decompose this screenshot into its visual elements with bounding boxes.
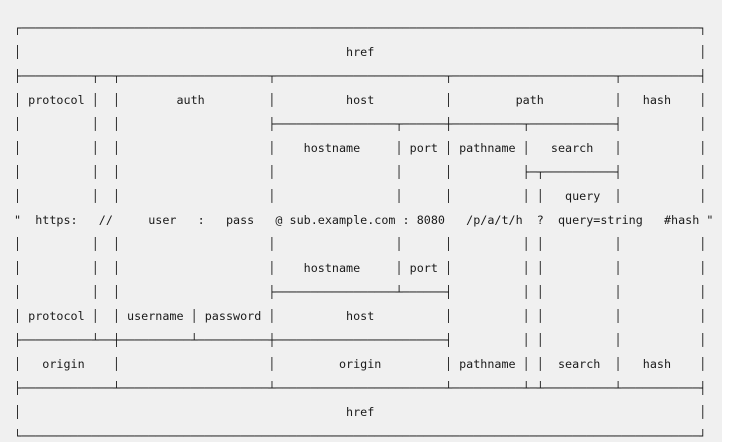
- diagram-row-divider-4: │ │ │ ├─────────────────┴──────┤ │ │ │ │: [14, 285, 707, 299]
- diagram-row-divider-2: │ │ │ ├─────────────────┬──────┼────────…: [14, 117, 707, 131]
- diagram-row-hostname-port-lower: │ │ │ │ hostname │ port │ │ │ │ │: [14, 261, 707, 275]
- diagram-row-divider-3: │ │ │ │ │ │ ├─┬──────────┤ │: [14, 165, 707, 179]
- diagram-row-href-bottom: │ href │: [14, 405, 707, 419]
- diagram-row-divider-6: ├─────────────┴─────────────────────┴───…: [14, 381, 707, 395]
- diagram-row-hostname-port-pathname-search: │ │ │ │ hostname │ port │ pathname │ sea…: [14, 141, 707, 155]
- diagram-row-query: │ │ │ │ │ │ │ │ query │ │: [14, 189, 707, 203]
- diagram-row-divider-1: ├──────────┬──┬─────────────────────┬───…: [14, 69, 707, 83]
- diagram-row-origin-pathname-search-hash: │ origin │ │ origin │ pathname │ │ searc…: [14, 357, 707, 371]
- diagram-background-block: ┌───────────────────────────────────────…: [0, 0, 722, 443]
- diagram-row-protocol-auth-host-path-hash: │ protocol │ │ auth │ host │ path │ hash…: [14, 93, 707, 107]
- diagram-row-divider-5: ├──────────┴──┼──────────┴──────────┼───…: [14, 333, 707, 347]
- diagram-row-href-top: │ href │: [14, 45, 707, 59]
- diagram-row-protocol-username-password-host: │ protocol │ │ username │ password │ hos…: [14, 309, 707, 323]
- diagram-row-url-example: " https: // user : pass @ sub.example.co…: [14, 213, 714, 227]
- url-structure-ascii-diagram: ┌───────────────────────────────────────…: [14, 16, 713, 448]
- diagram-row-bottom-border: └───────────────────────────────────────…: [14, 429, 707, 443]
- diagram-row-spacer-1: │ │ │ │ │ │ │ │ │ │: [14, 237, 707, 251]
- diagram-row-top-border: ┌───────────────────────────────────────…: [14, 21, 707, 35]
